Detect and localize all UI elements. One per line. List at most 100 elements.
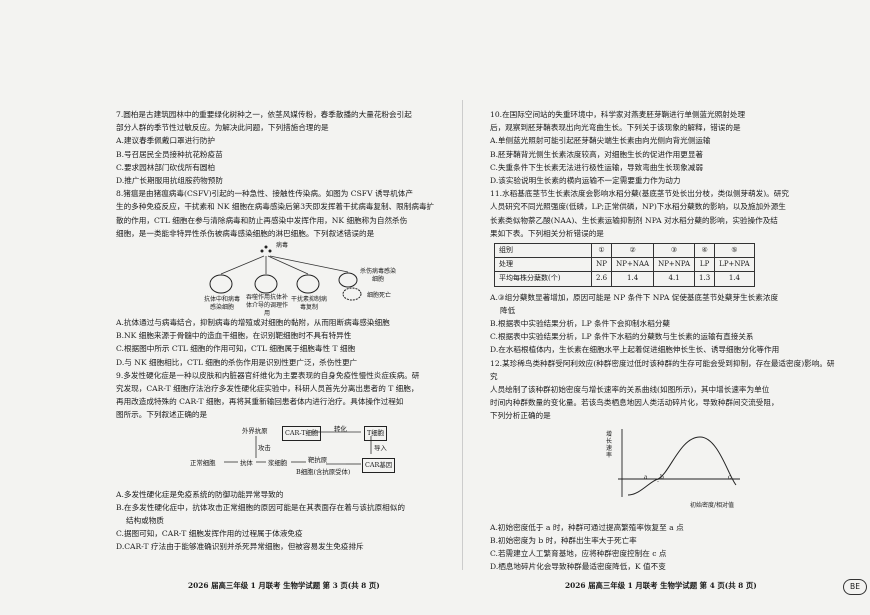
q9-option-c: C.据图可知，CAR-T 细胞发挥作用的过程属于体液免疫 (116, 529, 303, 539)
diagram-label-antibody: 抗体中和病毒感染细胞 (203, 296, 240, 312)
q11-stem-line: 长素类似物萘乙酸(NAA)、生长素运输抑制剂 NPA 对水稻分蘖的影响，实验操作… (490, 215, 778, 225)
q11-stem-line: 11.水稻基底茎节生长素浓度会影响水稻分蘖(基底茎节处长出分枝，类似侧芽萌发)。… (490, 189, 789, 199)
q9-option-b: B.在多发性硬化症中，抗体攻击正常细胞的原因可能是在其表面存在着与该抗原相似的 (116, 502, 405, 512)
q12-option-d: D.栖息地碎片化会导致种群最适密度降低，K 值不变 (490, 562, 666, 572)
page-divider (462, 100, 463, 570)
diagram-label-phagocytosis: 吞噬作用抗体补体介导的调理作用 (245, 294, 288, 318)
q10-stem-line: 10.在国际空间站的失重环境中，科学家对燕麦胚芽鞘进行单侧蓝光照射处理 (490, 110, 746, 119)
q8-stem-line: 细胞，是一类能非特异性杀伤被病毒感染细胞的淋巴细胞。下列叙述错误的是 (116, 228, 375, 238)
q9-stem-line: 图所示。下列叙述正确的是 (116, 410, 208, 420)
table-cell: 平均每株分蘖数(个) (494, 271, 592, 287)
growth-graph-svg (618, 428, 740, 497)
d9-label-antibody: 抗体 (240, 458, 253, 467)
d9-label-b-cell: B细胞(含抗原受体) (296, 467, 351, 476)
table-cell: 组别 (494, 243, 592, 259)
growth-rate-graph: 增长速率 初始密度/相对值 a b c (490, 425, 842, 517)
table-cell: NP+NAA (611, 257, 655, 273)
table-cell: LP+NPA (714, 257, 755, 273)
d9-label-plasma-cell: 浆细胞 (268, 458, 288, 467)
table-row: 处理 NP NP+NAA NP+NPA LP LP+NPA (494, 257, 755, 273)
diagram-label-interferon: 干扰素抑制病毒复制 (291, 296, 328, 312)
d9-label-normal-cell: 正常细胞 (190, 458, 216, 467)
table-cell: ④ (694, 243, 716, 259)
q12-stem-line: 时间内种群数量的变化量。若该鸟类栖息地因人类活动碎片化，导致种群间交流受阻， (490, 398, 779, 408)
q10-option-b: B.胚芽鞘背光侧生长素浓度较高，对细胞生长的促进作用更显著 (490, 149, 704, 159)
table-cell: ③ (653, 243, 696, 259)
car-t-diagram: 外界抗原 CAR-T细胞 转化 T细胞 攻击 导入 正常细胞 抗体 浆细胞 靶抗… (116, 424, 446, 484)
q12-stem-line: 下列分析正确的是 (490, 411, 551, 421)
immune-diagram-svg (209, 245, 362, 301)
question-12: 12.某珍稀鸟类种群受阿利效应(种群密度过低时该种群的生存可能会受到抑制，存在最… (490, 357, 842, 574)
left-page: 7.圆柏是古建筑园林中的重要绿化树种之一，依茎风媒传粉，春季散播的大量花粉会引起… (116, 108, 446, 554)
q11-option-c: C.根据表中实验结果分析，LP 条件下水稻的分蘖数与生长素的运输有直接关系 (490, 332, 754, 342)
table-cell: ① (590, 243, 613, 259)
question-7: 7.圆柏是古建筑园林中的重要绿化树种之一，依茎风媒传粉，春季散播的大量花粉会引起… (116, 108, 446, 187)
table-cell: NP (590, 257, 613, 273)
table-cell: 2.6 (590, 271, 613, 287)
q9-option-d: D.CAR-T 疗法由于能够准确识别并杀死异常细胞，但被容易发生免疫排斥 (116, 542, 364, 552)
q8-stem-line: 8.猪瘟是由猪瘟病毒(CSFV)引起的一种急性、接触性传染病。如图为 CSFV … (116, 189, 413, 199)
q8-option-d: D.与 NK 细胞相比，CTL 细胞的杀伤作用是识别性更广泛，杀伤性更广 (116, 357, 358, 367)
q9-option-b-cont: 结构或物质 (126, 516, 164, 526)
table-cell: NP+NPA (653, 257, 696, 273)
q7-option-c: C.要求园林部门砍伐所有圆柏 (116, 162, 216, 172)
q9-stem-line: 9.多发性硬化症是一种以皮肤和内脏器官纤维化为主要表现的自身免疫性慢性炎症疾病。… (116, 370, 420, 380)
d9-label-car-t: CAR-T细胞 (282, 425, 322, 441)
table-cell: LP (694, 257, 716, 273)
table-cell: 处理 (494, 257, 592, 273)
q9-stem-line: 再用改造成特殊的 CAR-T 细胞，再将其重新输回患者体内进行治疗。具体操作过程… (116, 397, 404, 407)
graph-point-a: a (644, 473, 648, 481)
q9-option-a: A.多发性硬化症是免疫系统的防御功能异常导致的 (116, 489, 284, 499)
q11-option-a: A.③组分蘖数显著增加，原因可能是 NP 条件下 NPA 促使基底茎节处蘖芽生长… (490, 292, 779, 302)
question-8: 8.猪瘟是由猪瘟病毒(CSFV)引起的一种急性、接触性传染病。如图为 CSFV … (116, 187, 446, 369)
q7-option-d: D.推广长期服用抗组胺药物预防 (116, 176, 223, 186)
question-11: 11.水稻基底茎节生长素浓度会影响水稻分蘖(基底茎节处长出分枝，类似侧芽萌发)。… (490, 187, 842, 356)
q7-stem-line: 7.圆柏是古建筑园林中的重要绿化树种之一，依茎风媒传粉，春季散播的大量花粉会引起 (116, 110, 412, 119)
q12-option-b: B.初始密度为 b 时，种群出生率大于死亡率 (490, 535, 637, 545)
q12-stem-line: 人员绘制了该种群初始密度与增长速率的关系曲线(如图所示)，其中增长速率为单位 (490, 385, 770, 395)
d9-label-transform: 转化 (334, 424, 347, 433)
q11-option-a-cont: 降低 (500, 305, 516, 315)
q8-stem-line: 散的作用，CTL 细胞在参与清除病毒和防止再感染中发挥作用，NK 细胞称为自然杀… (116, 215, 408, 225)
q7-option-b: B.号召居民全员接种抗花粉疫苗 (116, 149, 223, 159)
q7-stem-line: 部分人群的季节性过敏反应。为解决此问题，下列措施合理的是 (116, 123, 329, 133)
graph-point-b: b (660, 473, 664, 481)
tillering-table: 组别 ① ② ③ ④ ⑤ 处理 NP NP+NAA NP+NPA LP LP+N… (494, 243, 755, 287)
right-page-footer: 2026 届高三年级 1 月联考 生物学试题 第 4 页(共 8 页) (565, 581, 757, 590)
d9-label-attack: 攻击 (258, 443, 271, 452)
q11-stem-line: 人员研究不同光照强度(低磷，LP;正常供磷，NP)下水稻分蘖数的影响，以及施加外… (490, 202, 786, 212)
q8-option-b: B.NK 细胞来源于骨髓中的造血干细胞，在识别靶细胞时不具有特异性 (116, 331, 352, 341)
table-cell: 1.4 (611, 271, 655, 287)
virus-label: 病毒 (276, 242, 289, 250)
diagram-label-cell-death: 细胞死亡 (366, 292, 391, 300)
car-t-svg (224, 431, 372, 465)
table-cell: 1.4 (714, 271, 755, 287)
immune-response-diagram: 病毒 抗体中和病毒感染细胞 吞噬作用抗体补体介导的调理作用 干扰素抑制病毒复制 … (116, 242, 446, 317)
q12-stem-line: 12.某珍稀鸟类种群受阿利效应(种群密度过低时该种群的生存可能会受到抑制，存在最… (490, 358, 835, 381)
q8-option-c: C.根据图中所示 CTL 细胞的作用可知，CTL 细胞属于细胞毒性 T 细胞 (116, 344, 356, 354)
d9-label-car-gene: CAR基因 (362, 457, 396, 473)
q8-option-a: A.抗体通过与病毒结合，抑制病毒的增殖或对细胞的黏附，从而阻断病毒感染细胞 (116, 318, 390, 328)
d9-label-antigen: 外界抗原 (242, 426, 268, 435)
question-9: 9.多发性硬化症是一种以皮肤和内脏器官纤维化为主要表现的自身免疫性慢性炎症疾病。… (116, 369, 446, 554)
q10-option-c: C.失重条件下生长素无法进行极性运输，导致弯曲生长现象减弱 (490, 162, 703, 172)
q11-stem-line: 果如下表。下列相关分析错误的是 (490, 228, 604, 238)
graph-point-c: c (728, 473, 732, 481)
table-cell: 4.1 (653, 271, 696, 287)
table-cell: ② (611, 243, 655, 259)
table-cell: ⑤ (714, 243, 755, 259)
question-10: 10.在国际空间站的失重环境中，科学家对燕麦胚芽鞘进行单侧蓝光照射处理 后，观察… (490, 108, 842, 187)
q9-stem-line: 究发现，CAR-T 细胞疗法治疗多发性硬化症实验中，科研人员首先分离出患者的 T… (116, 384, 419, 394)
q11-option-b: B.根据表中实验结果分析，LP 条件下会抑制水稻分蘖 (490, 319, 671, 329)
q12-option-a: A.初始密度低于 a 时，种群可通过提高繁殖率恢复至 a 点 (490, 522, 684, 532)
diagram-label-killing: 杀伤病毒感染细胞 (360, 268, 397, 284)
d9-label-t-cell: T细胞 (364, 425, 388, 441)
table-row: 组别 ① ② ③ ④ ⑤ (494, 243, 755, 259)
q11-option-d: D.在水稻根植体内，生长素在细胞水平上起着促进细胞伸长生长、诱导细胞分化等作用 (490, 345, 780, 355)
right-page: 10.在国际空间站的失重环境中，科学家对燕麦胚芽鞘进行单侧蓝光照射处理 后，观察… (490, 108, 842, 573)
q12-option-c: C.若需建立人工繁育基地，应将种群密度控制在 c 点 (490, 549, 667, 559)
q10-stem-line: 后，观察到胚芽鞘表现出向光弯曲生长。下列关于该现象的解释，错误的是 (490, 123, 741, 133)
d9-label-target-antigen: 靶抗原 (308, 455, 328, 464)
publisher-logo: BE (843, 579, 867, 595)
